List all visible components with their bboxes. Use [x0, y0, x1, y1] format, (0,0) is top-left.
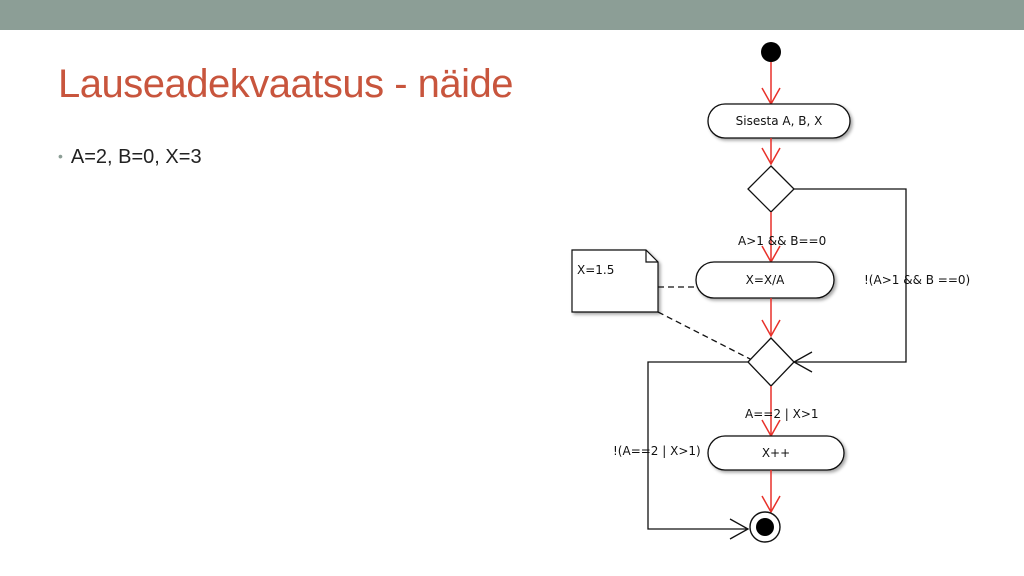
flow-start-to-input — [761, 62, 781, 106]
flow-assign-to-decision — [761, 298, 781, 338]
action-assign-label: X=X/A — [746, 273, 786, 287]
bullet-icon: • — [58, 148, 63, 164]
action-increment-label: X++ — [762, 446, 790, 460]
top-accent-bar — [0, 0, 1024, 30]
note-shape — [571, 249, 659, 313]
decision-node-1 — [747, 165, 795, 213]
action-input — [707, 103, 851, 139]
decision-node-2 — [747, 337, 795, 387]
note-label: X=1.5 — [577, 263, 614, 277]
bullet-item: • A=2, B=0, X=3 — [58, 146, 202, 169]
final-node — [749, 511, 781, 543]
flow-to-final — [761, 470, 781, 514]
guard-true-label: A>1 && B==0 — [738, 234, 826, 248]
initial-node — [761, 42, 781, 62]
guard-false-label: !(A>1 && B ==0) — [864, 273, 970, 287]
guard-second-true-label: A==2 | X>1 — [745, 407, 819, 421]
action-increment — [707, 435, 845, 471]
slide-title: Lauseadekvaatsus - näide — [58, 62, 514, 106]
flow-input-to-decision — [761, 138, 781, 166]
guard-second-false-label: !(A==2 | X>1) — [613, 444, 701, 458]
action-input-label: Sisesta A, B, X — [736, 114, 823, 128]
flow-second-false-branch — [647, 361, 750, 540]
action-assign — [695, 261, 835, 299]
bullet-text: A=2, B=0, X=3 — [70, 146, 202, 168]
note-connector-decision — [657, 311, 753, 361]
